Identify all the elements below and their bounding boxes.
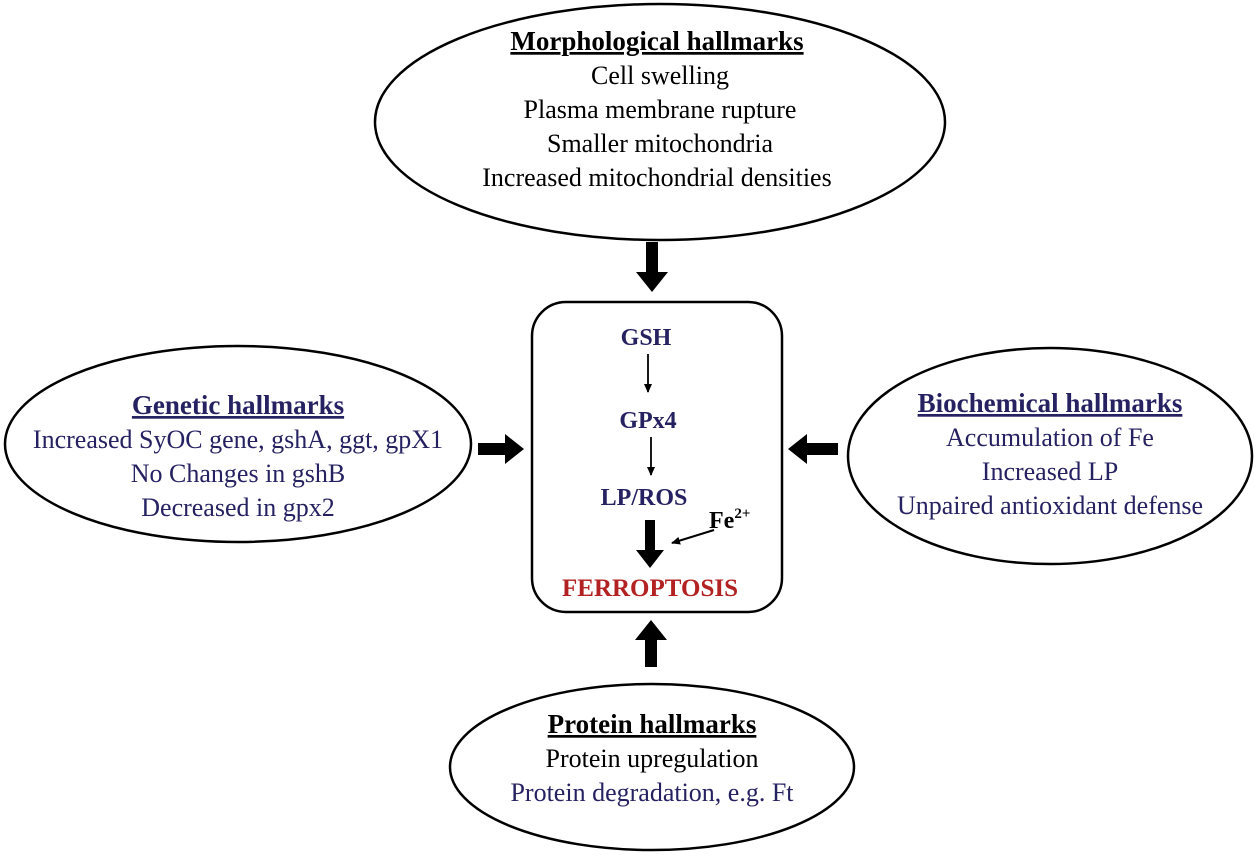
morphological-item-3: Smaller mitochondria bbox=[547, 129, 773, 158]
gsh-label: GSH bbox=[621, 325, 672, 351]
morphological-item-2: Plasma membrane rupture bbox=[524, 95, 797, 124]
biochemical-item-3: Unpaired antioxidant defense bbox=[897, 491, 1203, 520]
morphological-item-4: Increased mitochondrial densities bbox=[482, 163, 831, 192]
genetic-item-2: No Changes in gshB bbox=[131, 459, 346, 488]
biochemical-ellipse bbox=[846, 346, 1254, 566]
lpros-label: LP/ROS bbox=[601, 485, 688, 511]
protein-item-2: Protein degradation, e.g. Ft bbox=[510, 778, 794, 807]
fe-label: Fe2+ bbox=[709, 506, 750, 534]
pathway-box bbox=[530, 300, 784, 614]
genetic-item-3: Decreased in gpx2 bbox=[141, 493, 334, 522]
biochemical-hallmarks-node: Biochemical hallmarks Accumulation of Fe… bbox=[846, 346, 1254, 566]
biochemical-item-1: Accumulation of Fe bbox=[946, 423, 1154, 452]
ferroptosis-label: FERROPTOSIS bbox=[562, 575, 738, 602]
morphological-item-1: Cell swelling bbox=[591, 61, 729, 90]
genetic-title: Genetic hallmarks bbox=[132, 390, 344, 420]
morphological-title: Morphological hallmarks bbox=[510, 26, 803, 56]
protein-hallmarks-node: Protein hallmarks Protein upregulation P… bbox=[448, 682, 856, 852]
genetic-hallmarks-node: Genetic hallmarks Increased SyOC gene, g… bbox=[3, 344, 473, 544]
protein-arrow bbox=[635, 620, 667, 667]
morphological-arrow bbox=[636, 242, 668, 292]
morphological-hallmarks-node: Morphological hallmarks Cell swelling Pl… bbox=[373, 2, 947, 242]
genetic-arrow bbox=[478, 434, 524, 464]
fe-arrow bbox=[671, 529, 715, 545]
biochemical-title: Biochemical hallmarks bbox=[918, 388, 1183, 418]
biochemical-item-2: Increased LP bbox=[982, 457, 1118, 486]
protein-item-1: Protein upregulation bbox=[545, 744, 758, 773]
genetic-ellipse bbox=[3, 344, 473, 544]
morphological-ellipse bbox=[373, 2, 947, 242]
genetic-item-1: Increased SyOC gene, gshA, ggt, gpX1 bbox=[33, 425, 443, 454]
lpros-to-ferroptosis-arrow bbox=[636, 520, 664, 568]
protein-title: Protein hallmarks bbox=[548, 709, 757, 739]
biochemical-arrow bbox=[788, 434, 838, 464]
protein-ellipse bbox=[448, 682, 856, 852]
gpx4-label: GPx4 bbox=[619, 408, 676, 434]
ferroptosis-pathway-box: GSH GPx4 LP/ROS Fe2+ FERROPTOSIS bbox=[530, 300, 784, 614]
